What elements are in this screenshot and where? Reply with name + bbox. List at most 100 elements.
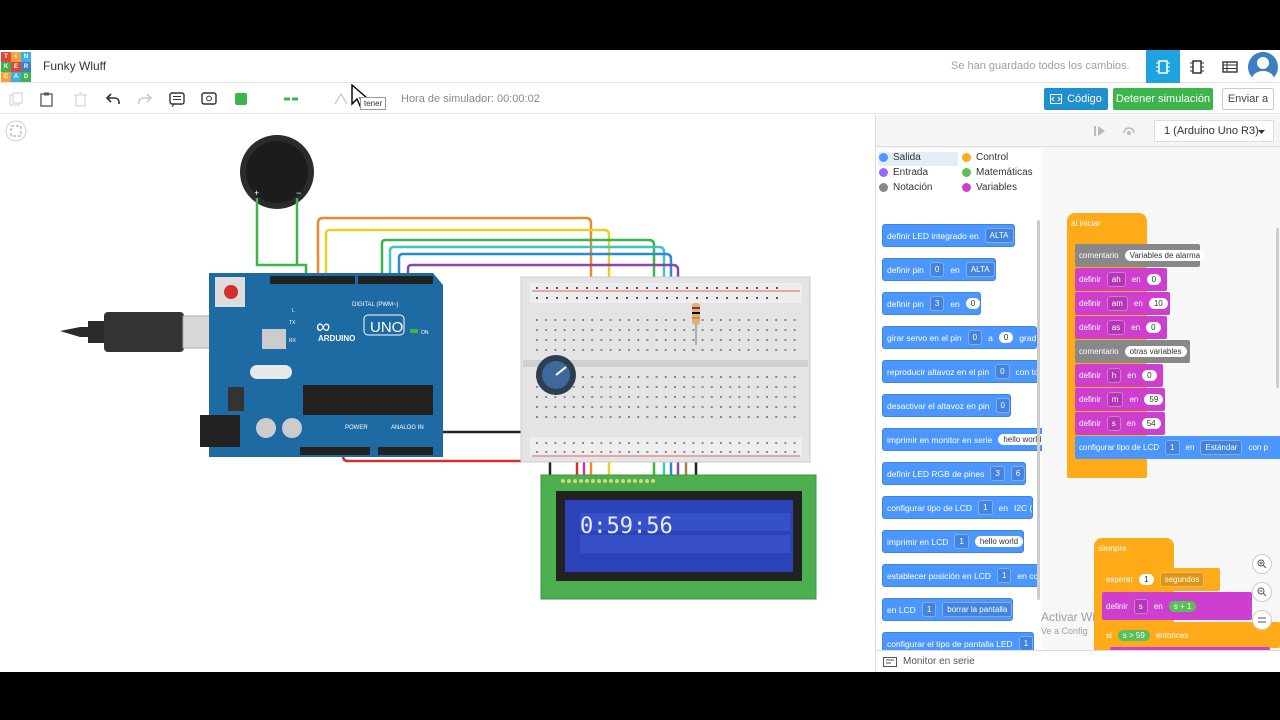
block-dropdown[interactable]: segundos — [1159, 572, 1205, 587]
step-icon[interactable] — [1094, 125, 1106, 137]
fit-view-icon[interactable] — [5, 120, 27, 142]
add-expression[interactable]: s + 1 — [1168, 600, 1197, 612]
block-dropdown[interactable]: 1 — [954, 534, 969, 549]
block-dropdown[interactable]: 0 — [929, 262, 945, 277]
block-input[interactable]: 0 — [1146, 274, 1162, 285]
block-input[interactable]: hello world — [974, 536, 1024, 547]
debug-icon[interactable] — [1122, 124, 1136, 138]
block-dropdown[interactable]: 3 — [929, 296, 945, 311]
block-dropdown[interactable]: 1 — [921, 602, 937, 617]
schematic-view-icon[interactable] — [1180, 50, 1214, 83]
project-title[interactable]: Funky Wluff — [43, 59, 107, 73]
block-dropdown[interactable]: m — [1106, 392, 1124, 407]
user-avatar[interactable] — [1248, 52, 1278, 82]
delete-icon[interactable] — [69, 88, 91, 110]
copy-icon[interactable] — [5, 88, 27, 110]
piezo-buzzer[interactable]: + − — [240, 135, 314, 209]
redo-icon[interactable] — [134, 88, 156, 110]
tinkercad-logo[interactable]: T I N K E R C A D — [1, 52, 31, 82]
category-control[interactable]: Control — [962, 152, 1008, 163]
circuit-view-icon[interactable] — [1146, 50, 1180, 83]
block-dropdown[interactable]: h — [1106, 368, 1122, 383]
block-dropdown[interactable]: 1 — [1018, 636, 1034, 650]
block-dropdown[interactable]: s — [1133, 598, 1148, 614]
block-input[interactable]: 0 — [1146, 322, 1161, 333]
block-dropdown[interactable]: 0 — [995, 398, 1010, 413]
block-dropdown[interactable]: 6 — [1010, 466, 1026, 481]
block-input[interactable]: 54 — [1141, 418, 1161, 429]
block-dropdown[interactable]: ALTA — [965, 262, 995, 277]
stop-simulation-button[interactable]: Detener simulación — [1113, 88, 1213, 110]
flip-icon[interactable] — [330, 88, 352, 110]
block-input[interactable]: 10 — [1148, 298, 1168, 309]
note-visibility-icon[interactable] — [198, 88, 220, 110]
serial-monitor-bar[interactable]: Monitor en serie — [876, 650, 1280, 672]
block-dropdown[interactable]: borrar la pantalla — [942, 602, 1013, 617]
block-input[interactable]: Variables de alarma — [1124, 250, 1206, 261]
zoom-reset-button[interactable] — [1252, 610, 1272, 630]
lcd-16x2[interactable]: 0:59:56 — [540, 474, 817, 600]
block-dropdown[interactable]: 0 — [995, 364, 1010, 379]
paste-icon[interactable] — [36, 88, 58, 110]
block-input[interactable]: 0 — [1142, 370, 1157, 381]
block-dropdown[interactable]: s — [1106, 416, 1121, 431]
compare-expression[interactable]: s > 59 — [1117, 629, 1150, 641]
category-notacion[interactable]: Notación — [879, 182, 932, 193]
potentiometer[interactable] — [536, 355, 576, 395]
block-input[interactable]: otras variables — [1124, 346, 1187, 357]
block-dropdown[interactable]: Estándar — [1200, 440, 1243, 455]
block-dropdown[interactable]: am — [1106, 296, 1128, 311]
category-salida[interactable]: Salida — [879, 152, 921, 163]
zoom-out-button[interactable] — [1252, 582, 1272, 602]
notes-icon[interactable] — [166, 88, 188, 110]
block-dropdown[interactable]: 0 — [967, 330, 983, 345]
code-button[interactable]: Código — [1044, 88, 1108, 110]
block-dropdown[interactable]: ah — [1106, 272, 1126, 287]
block-dropdown[interactable]: 1 — [978, 500, 993, 515]
palette-scrollbar[interactable] — [1037, 220, 1040, 600]
wire-style-picker[interactable] — [283, 88, 305, 110]
block-dropdown[interactable]: 1 — [996, 568, 1012, 583]
resistor[interactable] — [692, 303, 700, 345]
block-input[interactable]: hello world — [998, 434, 1042, 445]
zoom-in-button[interactable] — [1252, 554, 1272, 574]
block-dropdown[interactable]: 3 — [990, 466, 1005, 481]
block-input[interactable]: 0 — [965, 298, 981, 309]
device-select[interactable]: 1 (Arduino Uno R3) — [1154, 120, 1274, 142]
category-entrada[interactable]: Entrada — [879, 167, 928, 178]
block-dropdown[interactable]: as — [1106, 320, 1126, 335]
arduino-uno[interactable]: ∞ UNO ARDUINO DIGITAL (PWM~) POWER ANALO… — [200, 273, 443, 457]
block-input[interactable]: 59 — [1144, 394, 1164, 405]
category-matematicas[interactable]: Matemáticas — [962, 167, 1033, 178]
block-dropdown[interactable]: ALTA — [984, 228, 1014, 243]
color-picker[interactable] — [233, 88, 255, 110]
workspace-scrollbar[interactable] — [1276, 228, 1279, 388]
block-dropdown[interactable]: 1 — [1165, 440, 1180, 455]
send-to-button[interactable]: Enviar a — [1222, 88, 1274, 110]
